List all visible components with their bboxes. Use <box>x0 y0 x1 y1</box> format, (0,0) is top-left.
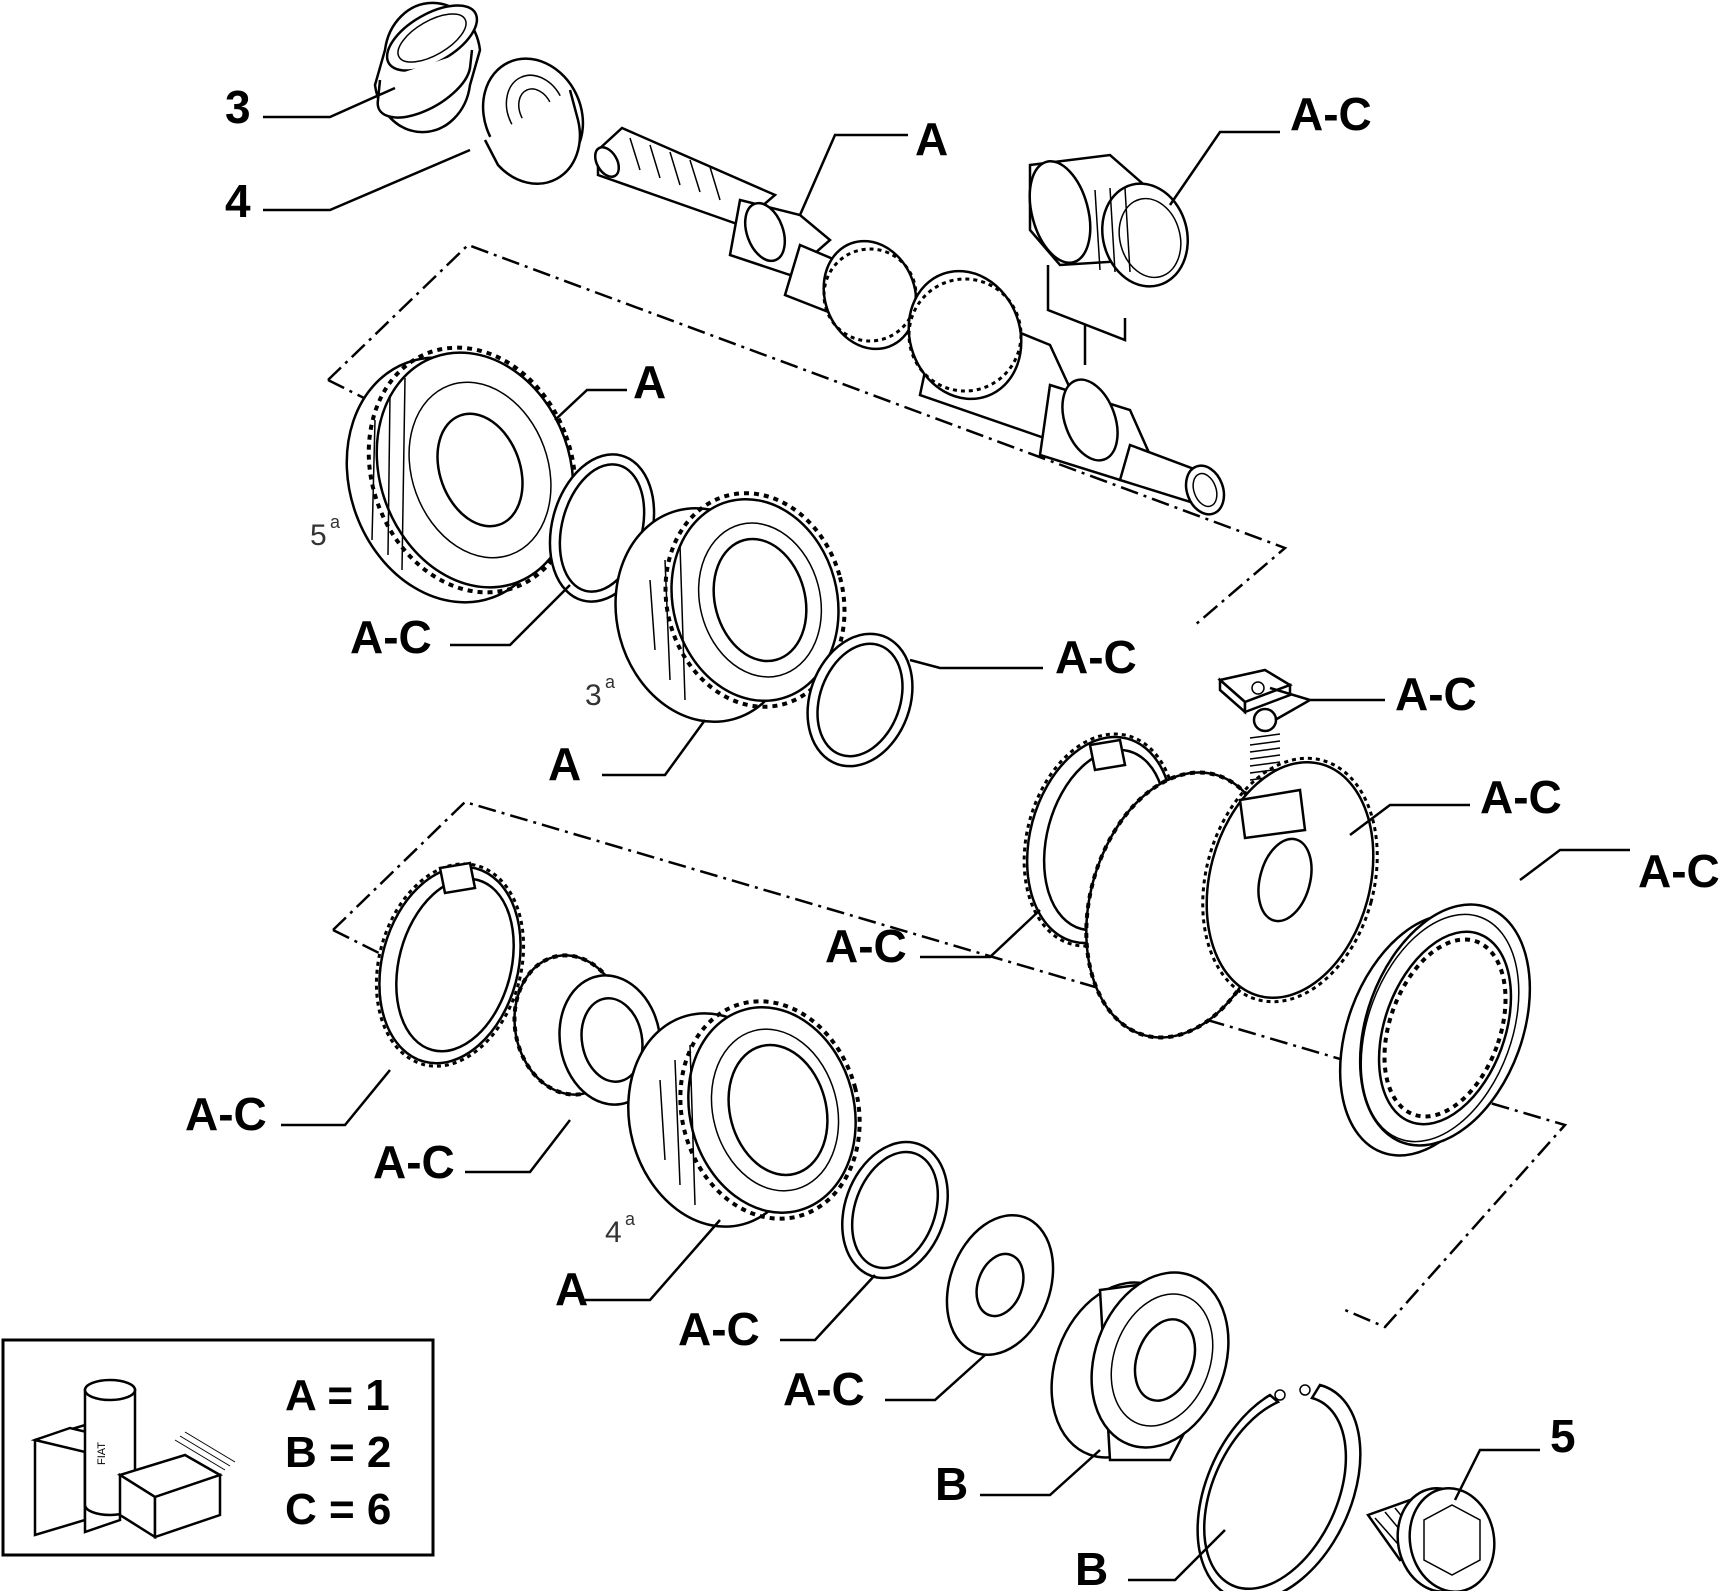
detent-pad-ball-spring <box>1217 668 1293 781</box>
gear-label-fifth-sup: a <box>330 512 341 532</box>
legend-line-c: C = 6 <box>285 1485 391 1534</box>
thrust-washer-2 <box>806 632 914 768</box>
callout-detent-parts: A-C <box>1395 668 1477 720</box>
third-gear <box>614 491 847 724</box>
legend-line-b: B = 2 <box>285 1428 391 1477</box>
callout-washer-3: A-C <box>678 1303 760 1355</box>
thrust-washer-3 <box>841 1140 949 1280</box>
leader-lines <box>263 86 1630 1582</box>
callout-washer-2: A-C <box>1055 631 1137 683</box>
ball-bearing-part-4 <box>481 57 585 185</box>
fiat-package-icon: FIAT <box>30 1378 236 1540</box>
callout-bottom-bearing: B <box>935 1458 968 1510</box>
quantity-legend: FIAT A = 1 B = 2 C = 6 <box>1 1338 435 1557</box>
gear-label-third-sup: a <box>605 672 616 692</box>
callout-ring-right: A-C <box>825 920 907 972</box>
lower-assembly-outline <box>332 800 1568 1329</box>
thrust-washer-4 <box>945 1213 1055 1357</box>
upper-assembly-outline <box>327 243 1288 626</box>
ball-bearing-bottom <box>1050 1271 1230 1462</box>
needle-bearing <box>1028 153 1189 365</box>
callout-fourth-gear: A <box>555 1263 588 1315</box>
callout-shaft: A <box>915 113 948 165</box>
circlip <box>1196 1383 1362 1591</box>
callout-ring-left: A-C <box>185 1088 267 1140</box>
fiat-logo-text: FIAT <box>96 1442 108 1465</box>
bearing-race-part-3 <box>373 1 482 134</box>
callout-5: 5 <box>1550 1410 1576 1462</box>
callout-circlip: B <box>1075 1543 1108 1591</box>
callout-4: 4 <box>225 175 251 227</box>
legend-line-a: A = 1 <box>285 1371 390 1420</box>
gear-label-fourth: 4 <box>605 1216 622 1249</box>
sliding-sleeve <box>1338 903 1532 1157</box>
callout-sleeve: A-C <box>1638 845 1720 897</box>
synchro-ring-left <box>374 861 526 1068</box>
callout-fifth-gear: A <box>633 356 666 408</box>
callout-washer-1: A-C <box>350 611 432 663</box>
gear-label-fourth-sup: a <box>625 1209 636 1229</box>
callout-needle-bearing: A-C <box>1290 88 1372 140</box>
gear-label-third: 3 <box>585 679 602 712</box>
input-shaft <box>593 126 1226 516</box>
callout-hub: A-C <box>1480 771 1562 823</box>
gear-bush <box>512 953 662 1106</box>
callout-bush: A-C <box>373 1136 455 1188</box>
fifth-gear <box>345 345 578 604</box>
callout-third-gear: A <box>548 738 581 790</box>
drain-plug-part-5 <box>1366 1487 1496 1591</box>
synchro-hub <box>1084 756 1379 1040</box>
gear-label-fifth: 5 <box>310 519 327 552</box>
fourth-gear <box>627 999 862 1228</box>
callout-washer-4: A-C <box>783 1363 865 1415</box>
lower-assembly-outline-left <box>332 928 384 957</box>
callout-3: 3 <box>225 81 251 133</box>
